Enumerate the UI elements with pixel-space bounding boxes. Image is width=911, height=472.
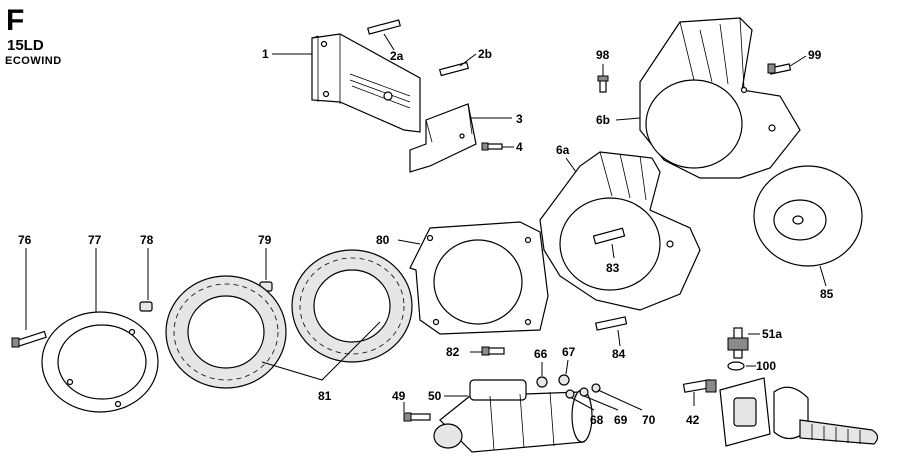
leader-68 (571, 397, 595, 411)
screw-83 (592, 227, 626, 245)
callout-98: 98 (596, 48, 610, 62)
callout-69: 69 (614, 413, 628, 427)
callout-68: 68 (590, 413, 604, 427)
washer-68 (565, 389, 575, 399)
starter-motor-50 (433, 379, 593, 453)
leader-80 (397, 239, 421, 245)
callout-2b: 2b (478, 47, 492, 61)
callout-83: 83 (606, 261, 620, 275)
callout-6a: 6a (556, 143, 570, 157)
baffle-plate-3 (409, 103, 477, 173)
callout-labels: 1 2a 2b 3 4 98 99 6b 6a 76 77 78 79 80 8… (18, 47, 834, 427)
callout-85: 85 (820, 287, 834, 301)
sensor-51a (727, 327, 749, 359)
leader-99 (789, 55, 807, 67)
callout-6b: 6b (596, 113, 610, 127)
stud-2b (438, 61, 470, 77)
stud-2a (367, 19, 401, 35)
nut-66 (536, 376, 548, 388)
brand-logo: ECOWIND (5, 55, 62, 67)
leader-81 (261, 321, 381, 381)
baffle-plate-1 (311, 33, 421, 133)
leader-67 (565, 359, 569, 375)
callout-4: 4 (516, 140, 523, 154)
washer-69 (579, 387, 589, 397)
leader-85 (819, 265, 827, 287)
callout-82: 82 (446, 345, 460, 359)
sensor-42 (682, 379, 717, 393)
callout-78: 78 (140, 233, 154, 247)
callout-81: 81 (318, 389, 332, 403)
callout-67: 67 (562, 345, 576, 359)
pulley-85 (753, 165, 863, 267)
flywheel-fan-81-left (165, 275, 287, 389)
callout-80: 80 (376, 233, 390, 247)
callout-99: 99 (808, 48, 822, 62)
callout-2a: 2a (390, 49, 404, 63)
callout-66: 66 (534, 347, 548, 361)
model-name: 15LD (7, 37, 44, 54)
leader-2a (383, 33, 395, 51)
fan-shroud-6b (639, 17, 801, 179)
washer-100 (727, 361, 745, 371)
leader-83 (611, 243, 615, 259)
section-header: F 15LD ECOWIND (5, 4, 62, 67)
leader-84 (617, 329, 621, 347)
gasket-plate-80 (409, 221, 549, 335)
section-letter: F (6, 4, 24, 37)
callout-70: 70 (642, 413, 656, 427)
stud-84 (594, 316, 628, 331)
callout-76: 76 (18, 233, 32, 247)
callout-49: 49 (392, 389, 406, 403)
filter-housing (719, 377, 879, 447)
callout-3: 3 (516, 112, 523, 126)
leader-2b (459, 53, 477, 67)
callout-84: 84 (612, 347, 626, 361)
nut-67 (558, 374, 570, 386)
ring-cover-77 (41, 311, 159, 413)
callout-77: 77 (88, 233, 102, 247)
callout-79: 79 (258, 233, 272, 247)
leader-6a (565, 157, 577, 173)
callout-1: 1 (262, 47, 269, 61)
leader-lines (25, 33, 827, 412)
flywheel-fan-81-right (291, 249, 413, 363)
callout-42: 42 (686, 413, 700, 427)
screw-98 (597, 75, 609, 93)
screw-99 (767, 63, 792, 75)
callout-100: 100 (756, 359, 776, 373)
leader-70 (597, 389, 643, 411)
callout-50: 50 (428, 389, 442, 403)
parts-drawing (11, 17, 879, 453)
screw-4 (481, 142, 503, 151)
leader-6b (615, 117, 641, 121)
callout-51a: 51a (762, 327, 782, 341)
leader-69 (583, 395, 619, 411)
screw-49 (403, 412, 431, 422)
sleeve-78 (139, 301, 153, 312)
screw-82 (481, 346, 505, 356)
screw-76 (11, 330, 47, 348)
